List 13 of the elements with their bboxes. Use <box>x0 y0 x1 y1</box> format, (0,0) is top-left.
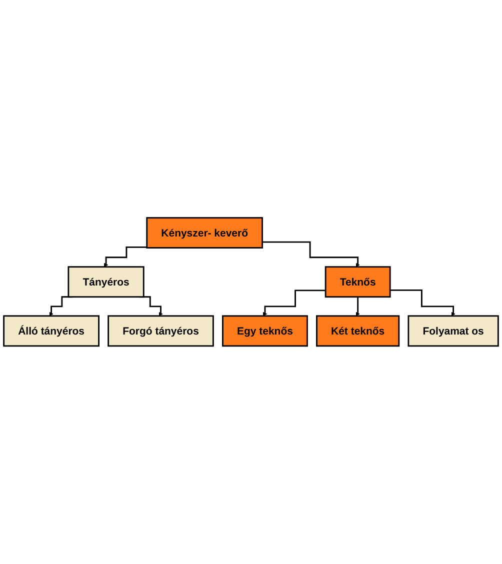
arrow <box>390 290 456 316</box>
node-box: Folyamat os <box>408 315 499 347</box>
node-box: Két teknős <box>316 315 400 347</box>
node-box: Kényszer- keverő <box>146 217 263 249</box>
node-box: Egy teknős <box>222 315 308 347</box>
node-box: Teknős <box>324 266 391 298</box>
node-box: Álló tányéros <box>3 315 100 347</box>
node-box: Forgó tányéros <box>108 315 214 347</box>
arrow <box>262 290 326 316</box>
node-box: Tányéros <box>68 266 144 298</box>
arrow <box>104 246 147 268</box>
arrow <box>262 241 360 268</box>
arrow <box>356 296 360 316</box>
